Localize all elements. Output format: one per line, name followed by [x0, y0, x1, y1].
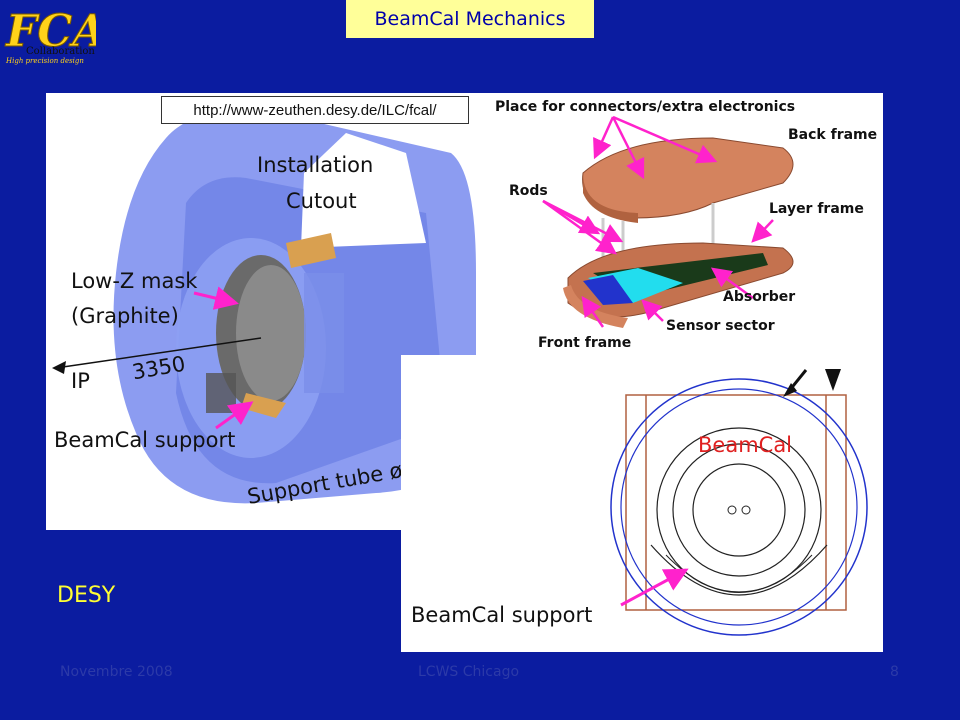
label-beamcal-support-bottom: BeamCal support: [411, 603, 593, 627]
label-beamcal: BeamCal: [698, 433, 793, 457]
label-graphite: (Graphite): [71, 304, 179, 328]
beamcal-drawing-figure: BeamCal BeamCal support: [401, 355, 883, 652]
label-lowz-mask: Low-Z mask: [71, 269, 198, 293]
layer-exploded-figure: Place for connectors/extra electronics B…: [483, 93, 883, 355]
label-beamcal-support: BeamCal support: [54, 428, 236, 452]
label-installation: Installation: [257, 153, 374, 177]
footer-conference: LCWS Chicago: [418, 664, 520, 680]
label-sensor-sector: Sensor sector: [666, 318, 775, 334]
label-front-frame: Front frame: [538, 335, 632, 351]
beamcal-3d-figure: http://www-zeuthen.desy.de/ILC/fcal/ Ins…: [46, 93, 483, 530]
slide-title: BeamCal Mechanics: [346, 0, 594, 38]
label-absorber: Absorber: [723, 289, 796, 305]
label-back-frame: Back frame: [788, 127, 878, 143]
footer-page-number: 8: [890, 664, 899, 680]
label-place-connectors: Place for connectors/extra electronics: [495, 99, 796, 115]
fcal-logo: FCAL Collaboration High precision design: [4, 2, 138, 68]
label-cutout: Cutout: [286, 189, 357, 213]
fcal-url: http://www-zeuthen.desy.de/ILC/fcal/: [161, 96, 469, 124]
logo-subtext: Collaboration: [26, 46, 95, 57]
logo-tagline: High precision design: [5, 57, 84, 65]
desy-label: DESY: [57, 583, 116, 608]
label-rods: Rods: [509, 183, 548, 199]
label-layer-frame: Layer frame: [769, 201, 864, 217]
footer-date: Novembre 2008: [60, 664, 173, 680]
label-ip: IP: [71, 369, 90, 393]
